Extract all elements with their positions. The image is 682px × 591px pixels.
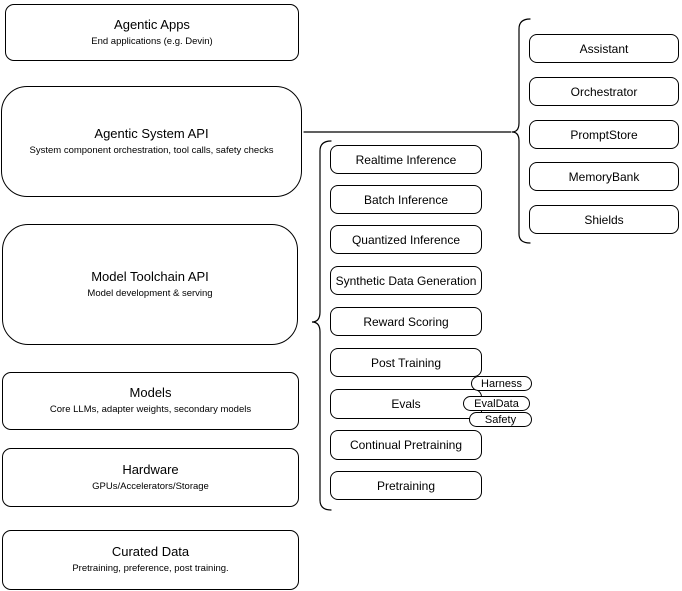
layer-title: Agentic Apps [114, 16, 190, 32]
layer-subtitle: Core LLMs, adapter weights, secondary mo… [49, 404, 252, 416]
toolchain-item-batch-inference: Batch Inference [330, 185, 482, 214]
component-label: Shields [584, 212, 624, 227]
layer-title: Models [129, 385, 172, 401]
toolchain-item-continual-pretraining: Continual Pretraining [330, 430, 482, 460]
toolchain-item-label: Reward Scoring [363, 314, 449, 329]
layer-subtitle: End applications (e.g. Devin) [91, 35, 213, 47]
component-label: MemoryBank [568, 169, 640, 184]
component-label: Assistant [579, 41, 629, 56]
components-brace [511, 18, 531, 244]
toolchain-brace [311, 140, 332, 511]
layer-title: Hardware [122, 461, 179, 477]
layer-subtitle: GPUs/Accelerators/Storage [92, 480, 209, 492]
component-shields: Shields [529, 205, 679, 234]
eval-pill-label: EvalData [474, 397, 519, 410]
component-label: PromptStore [570, 127, 638, 142]
layer-title: Curated Data [111, 544, 190, 560]
toolchain-item-label: Quantized Inference [351, 232, 461, 247]
component-memorybank: MemoryBank [529, 162, 679, 191]
component-promptstore: PromptStore [529, 120, 679, 149]
toolchain-item-label: Batch Inference [363, 192, 449, 207]
toolchain-item-label: Realtime Inference [355, 152, 457, 167]
toolchain-item-pretraining: Pretraining [330, 471, 482, 500]
layer-models: Models Core LLMs, adapter weights, secon… [2, 372, 299, 430]
layer-subtitle: Pretraining, preference, post training. [72, 563, 229, 575]
component-orchestrator: Orchestrator [529, 77, 679, 106]
eval-pill-label: Harness [481, 377, 522, 390]
layer-model-toolchain-api: Model Toolchain API Model development & … [2, 224, 298, 345]
component-assistant: Assistant [529, 34, 679, 63]
toolchain-item-synthetic-data-generation: Synthetic Data Generation [330, 266, 482, 295]
component-label: Orchestrator [570, 84, 638, 99]
layer-subtitle: Model development & serving [87, 287, 213, 299]
toolchain-item-label: Pretraining [376, 478, 436, 493]
layer-curated-data: Curated Data Pretraining, preference, po… [2, 530, 299, 590]
toolchain-item-label: Evals [391, 397, 421, 411]
eval-pill-safety: Safety [469, 412, 532, 427]
layer-subtitle: System component orchestration, tool cal… [29, 144, 274, 156]
toolchain-item-evals: Evals [330, 389, 482, 419]
toolchain-item-quantized-inference: Quantized Inference [330, 225, 482, 254]
toolchain-item-post-training: Post Training [330, 348, 482, 377]
toolchain-item-label: Post Training [370, 355, 442, 370]
layer-title: Model Toolchain API [91, 268, 209, 284]
toolchain-item-realtime-inference: Realtime Inference [330, 145, 482, 174]
toolchain-item-reward-scoring: Reward Scoring [330, 307, 482, 336]
layer-agentic-apps: Agentic Apps End applications (e.g. Devi… [5, 4, 299, 61]
toolchain-item-label: Synthetic Data Generation [335, 273, 477, 288]
layer-hardware: Hardware GPUs/Accelerators/Storage [2, 448, 299, 507]
eval-pill-label: Safety [484, 413, 517, 426]
eval-pill-evaldata: EvalData [463, 396, 530, 411]
layer-title: Agentic System API [94, 125, 209, 141]
toolchain-item-label: Continual Pretraining [349, 438, 463, 452]
layer-agentic-system-api: Agentic System API System component orch… [1, 86, 302, 197]
eval-pill-harness: Harness [471, 376, 532, 391]
